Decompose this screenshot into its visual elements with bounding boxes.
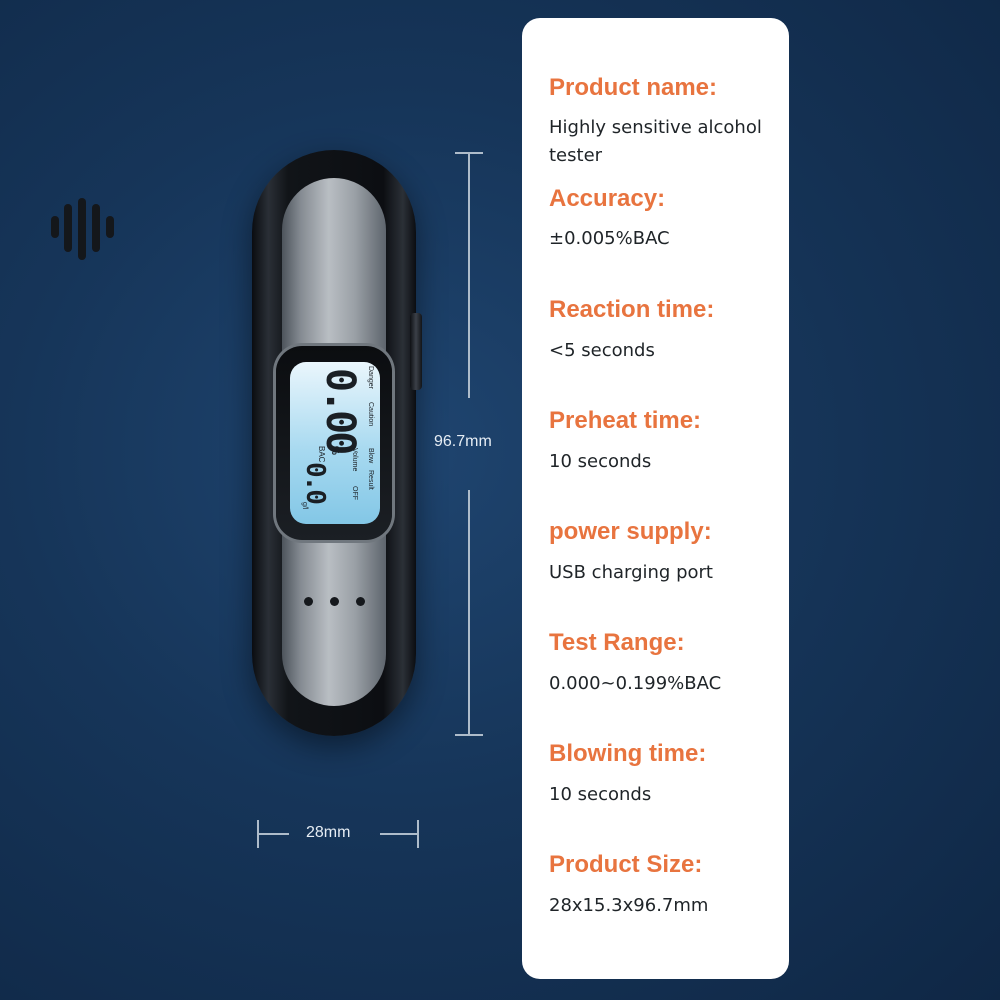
spec-title-accuracy: Accuracy: xyxy=(549,185,666,212)
spec-title-product-name: Product name: xyxy=(549,74,718,101)
spec-value-product-size: 28x15.3x96.7mm xyxy=(549,895,709,916)
spec-value-test-range: 0.000~0.199%BAC xyxy=(549,673,722,694)
lcd-label-off: OFF xyxy=(351,486,358,500)
lcd-label-blow: Blow xyxy=(367,448,374,464)
lcd-secondary-reading: 0.0 xyxy=(300,462,330,503)
spec-title-product-size: Product Size: xyxy=(549,851,703,878)
spec-value-accuracy: ±0.005%BAC xyxy=(549,228,670,249)
width-dimension-line-left xyxy=(257,833,289,835)
spec-value-blowing-time: 10 seconds xyxy=(549,784,652,805)
spec-title-test-range: Test Range: xyxy=(549,629,685,656)
lcd-secondary-unit: g/l xyxy=(301,502,308,510)
height-dimension-label: 96.7mm xyxy=(434,433,492,450)
power-button-icon[interactable] xyxy=(410,313,422,390)
width-dimension-label: 28mm xyxy=(306,824,351,841)
width-dimension-line-right xyxy=(380,833,418,835)
height-dimension-bottom-tick xyxy=(455,734,483,736)
spec-value-power-supply: USB charging port xyxy=(549,562,713,583)
lcd-content: Danger Caution Blow Result Volume OFF 0.… xyxy=(290,362,380,524)
lcd-label-caution: Caution xyxy=(367,402,374,427)
lcd-label-danger: Danger xyxy=(367,366,374,389)
spec-value-reaction-time: <5 seconds xyxy=(549,340,655,361)
lcd-main-reading: 0.00 xyxy=(317,368,363,453)
spec-title-blowing-time: Blowing time: xyxy=(549,740,707,767)
spec-value-product-name: Highly sensitive alcohol tester xyxy=(549,117,762,166)
spec-title-preheat-time: Preheat time: xyxy=(549,407,702,434)
spec-title-power-supply: power supply: xyxy=(549,518,712,545)
spec-title-reaction-time: Reaction time: xyxy=(549,296,715,323)
lcd-unit-bac: BAC xyxy=(317,446,326,463)
indicator-dots-icon xyxy=(304,597,366,607)
lcd-display: Danger Caution Blow Result Volume OFF 0.… xyxy=(290,362,380,524)
height-dimension-line-upper xyxy=(468,152,470,398)
height-dimension-line-lower xyxy=(468,490,470,736)
speaker-grille-icon xyxy=(45,190,120,280)
lcd-unit-percent: % xyxy=(329,446,340,455)
width-dimension-right-tick xyxy=(417,820,419,848)
spec-value-preheat-time: 10 seconds xyxy=(549,451,652,472)
spec-card: Product name: Highly sensitive alcohol t… xyxy=(522,18,789,979)
lcd-label-result: Result xyxy=(367,470,374,490)
